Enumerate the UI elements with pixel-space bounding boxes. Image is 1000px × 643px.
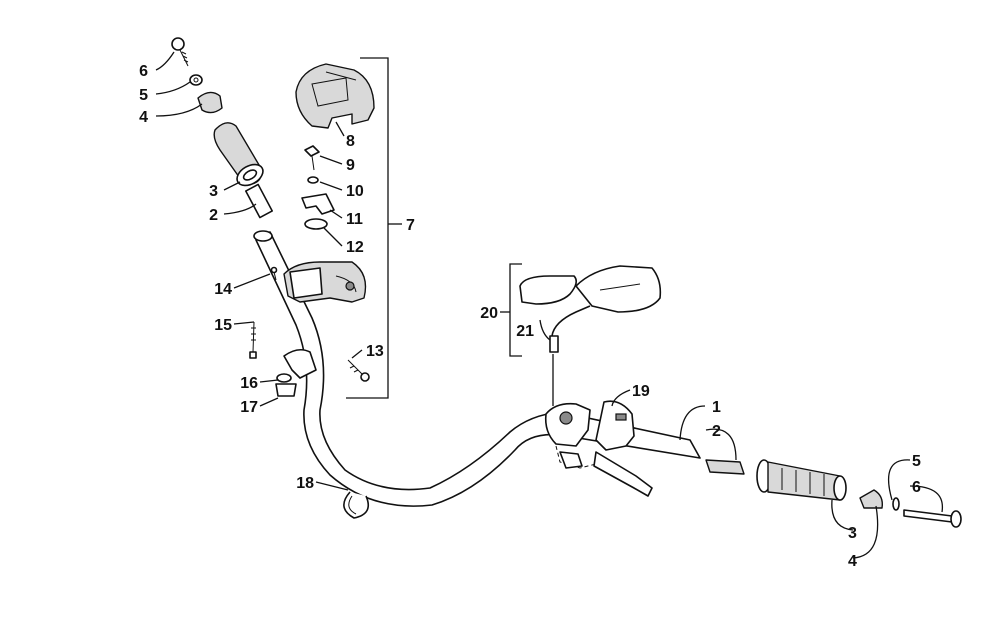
mirror-cover — [519, 275, 578, 305]
right-grip — [767, 461, 846, 501]
left-throttle-sleeve — [244, 183, 274, 219]
callout-13: 13 — [366, 343, 384, 360]
callout-labels: 6 5 4 3 2 8 9 10 11 12 7 14 15 13 16 17 … — [139, 63, 921, 570]
switch-clip-ring — [304, 218, 328, 230]
callout-3-right: 3 — [848, 525, 857, 542]
bracket-7 — [346, 57, 389, 399]
callout-5-left: 5 — [139, 87, 148, 104]
callout-8: 8 — [346, 133, 355, 150]
callout-12: 12 — [346, 239, 364, 256]
mirror-assembly — [519, 265, 662, 353]
callout-16: 16 — [240, 375, 258, 392]
leader-lines — [155, 51, 944, 559]
housing-screw-14 — [270, 266, 278, 281]
callout-21: 21 — [516, 323, 534, 340]
callout-4-left: 4 — [139, 109, 148, 126]
callout-2-right: 2 — [712, 423, 721, 440]
switch-washer — [307, 176, 319, 184]
bracket-20 — [509, 263, 522, 357]
housing-screw-15 — [249, 321, 257, 359]
callout-11: 11 — [346, 211, 363, 228]
wire-clip — [343, 491, 370, 519]
brake-lever — [593, 451, 653, 497]
left-washer — [189, 74, 203, 86]
callout-19: 19 — [632, 383, 650, 400]
callout-17: 17 — [240, 399, 258, 416]
callout-6-right: 6 — [912, 479, 921, 496]
callout-2-left: 2 — [209, 207, 218, 224]
callout-20: 20 — [480, 305, 498, 322]
callout-15: 15 — [214, 317, 232, 334]
callout-10: 10 — [346, 183, 364, 200]
left-grip-parts — [171, 37, 274, 219]
callout-1: 1 — [712, 399, 721, 416]
switch-screw — [304, 145, 320, 171]
thumb-lever — [275, 348, 317, 397]
right-washer — [892, 497, 900, 511]
right-grip-parts — [705, 459, 962, 528]
left-bar-end-bolt — [171, 37, 185, 51]
mirror-head — [575, 265, 662, 313]
switch-housing-base — [283, 261, 367, 303]
callout-4-right: 4 — [848, 553, 857, 570]
switch-housing-cover — [295, 63, 375, 129]
callout-18: 18 — [296, 475, 314, 492]
switch-long-screw — [347, 359, 370, 382]
right-control-block — [544, 400, 653, 497]
right-throttle-sleeve — [705, 459, 745, 475]
callout-5-right: 5 — [912, 453, 921, 470]
right-bar-end-weight — [859, 489, 884, 509]
callout-7: 7 — [406, 217, 415, 234]
callout-6-left: 6 — [139, 63, 148, 80]
right-bar-end-bolt-shank — [903, 509, 953, 523]
callout-3-left: 3 — [209, 183, 218, 200]
mirror-stem — [549, 335, 559, 353]
callout-9: 9 — [346, 157, 355, 174]
callout-14: 14 — [214, 281, 232, 298]
left-bar-end-weight — [197, 91, 223, 114]
switch-bracket — [301, 193, 335, 215]
